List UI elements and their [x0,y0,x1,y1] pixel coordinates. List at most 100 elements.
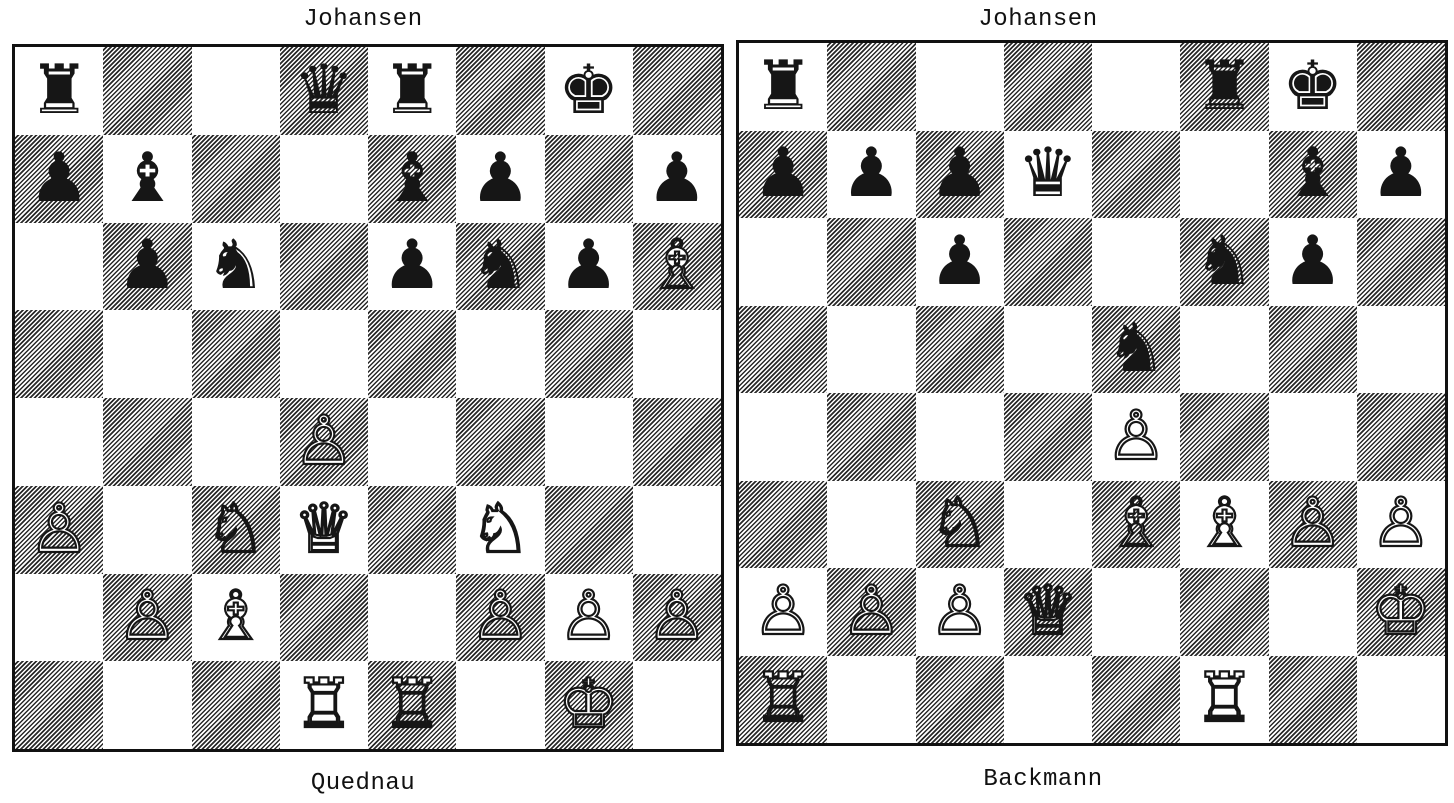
bottom-player-name: Backmann [923,766,1163,793]
black-pawn-icon: ♟ [558,232,619,300]
square-f1 [456,661,544,749]
square-a1: ♖ [739,656,827,744]
black-queen-icon: ♛ [1017,140,1078,208]
black-pawn-icon: ♟ [117,232,178,300]
square-b6 [827,218,915,306]
white-bishop-icon: ♗ [646,232,707,300]
black-pawn-icon: ♟ [382,232,443,300]
square-f8 [456,47,544,135]
square-h5 [1357,306,1445,394]
white-bishop-icon: ♗ [1194,490,1255,558]
square-d1 [1004,656,1092,744]
square-a5 [739,306,827,394]
square-d6 [280,223,368,311]
black-bishop-icon: ♝ [382,145,443,213]
square-g7: ♝ [1269,131,1357,219]
square-e3 [368,486,456,574]
square-d6 [1004,218,1092,306]
white-pawn-icon: ♙ [29,496,90,564]
square-f1: ♖ [1180,656,1268,744]
white-knight-icon: ♘ [929,490,990,558]
square-d3 [1004,481,1092,569]
square-h1 [633,661,721,749]
square-f2: ♙ [456,574,544,662]
black-pawn-icon: ♟ [1370,140,1431,208]
square-f8: ♜ [1180,43,1268,131]
square-d1: ♖ [280,661,368,749]
black-pawn-icon: ♟ [753,140,814,208]
square-c8 [192,47,280,135]
square-g2: ♙ [545,574,633,662]
square-h4 [1357,393,1445,481]
square-f5 [456,310,544,398]
square-h4 [633,398,721,486]
white-queen-icon: ♕ [1017,578,1078,646]
square-a8: ♜ [739,43,827,131]
square-c1 [916,656,1004,744]
square-d8 [1004,43,1092,131]
white-pawn-icon: ♙ [646,583,707,651]
square-e6 [1092,218,1180,306]
square-d8: ♛ [280,47,368,135]
square-d4: ♙ [280,398,368,486]
square-d2: ♕ [1004,568,1092,656]
black-pawn-icon: ♟ [841,140,902,208]
black-pawn-icon: ♟ [929,228,990,296]
square-b5 [103,310,191,398]
square-d3: ♕ [280,486,368,574]
square-h5 [633,310,721,398]
square-g4 [1269,393,1357,481]
square-a4 [15,398,103,486]
square-b2: ♙ [827,568,915,656]
square-a1 [15,661,103,749]
square-c6: ♞ [192,223,280,311]
square-c8 [916,43,1004,131]
white-pawn-icon: ♙ [1106,403,1167,471]
bottom-player-name: Quednau [253,770,473,797]
white-pawn-icon: ♙ [1282,490,1343,558]
square-f2 [1180,568,1268,656]
square-h2: ♙ [633,574,721,662]
square-a8: ♜ [15,47,103,135]
square-a6 [739,218,827,306]
square-c5 [916,306,1004,394]
square-g6: ♟ [545,223,633,311]
square-b2: ♙ [103,574,191,662]
white-bishop-icon: ♗ [205,583,266,651]
black-knight-icon: ♞ [1194,228,1255,296]
square-g5 [1269,306,1357,394]
white-pawn-icon: ♙ [1370,490,1431,558]
square-a2 [15,574,103,662]
square-f4 [456,398,544,486]
square-c5 [192,310,280,398]
square-g6: ♟ [1269,218,1357,306]
black-pawn-icon: ♟ [929,140,990,208]
white-pawn-icon: ♙ [293,408,354,476]
square-e5 [368,310,456,398]
square-a5 [15,310,103,398]
square-f7: ♟ [456,135,544,223]
square-c1 [192,661,280,749]
black-rook-icon: ♜ [29,57,90,125]
white-pawn-icon: ♙ [558,583,619,651]
top-player-name: Johansen [238,6,488,33]
square-c7: ♟ [916,131,1004,219]
white-pawn-icon: ♙ [470,583,531,651]
square-b3 [103,486,191,574]
square-h8 [633,47,721,135]
black-pawn-icon: ♟ [470,145,531,213]
square-g1 [1269,656,1357,744]
black-rook-icon: ♜ [382,57,443,125]
black-knight-icon: ♞ [470,232,531,300]
square-f6: ♞ [1180,218,1268,306]
square-e4 [368,398,456,486]
square-f5 [1180,306,1268,394]
square-a3: ♙ [15,486,103,574]
white-pawn-icon: ♙ [117,583,178,651]
white-pawn-icon: ♙ [753,578,814,646]
square-b6: ♟ [103,223,191,311]
square-a2: ♙ [739,568,827,656]
black-king-icon: ♚ [1282,53,1343,121]
square-f3: ♘ [456,486,544,574]
square-d5 [280,310,368,398]
